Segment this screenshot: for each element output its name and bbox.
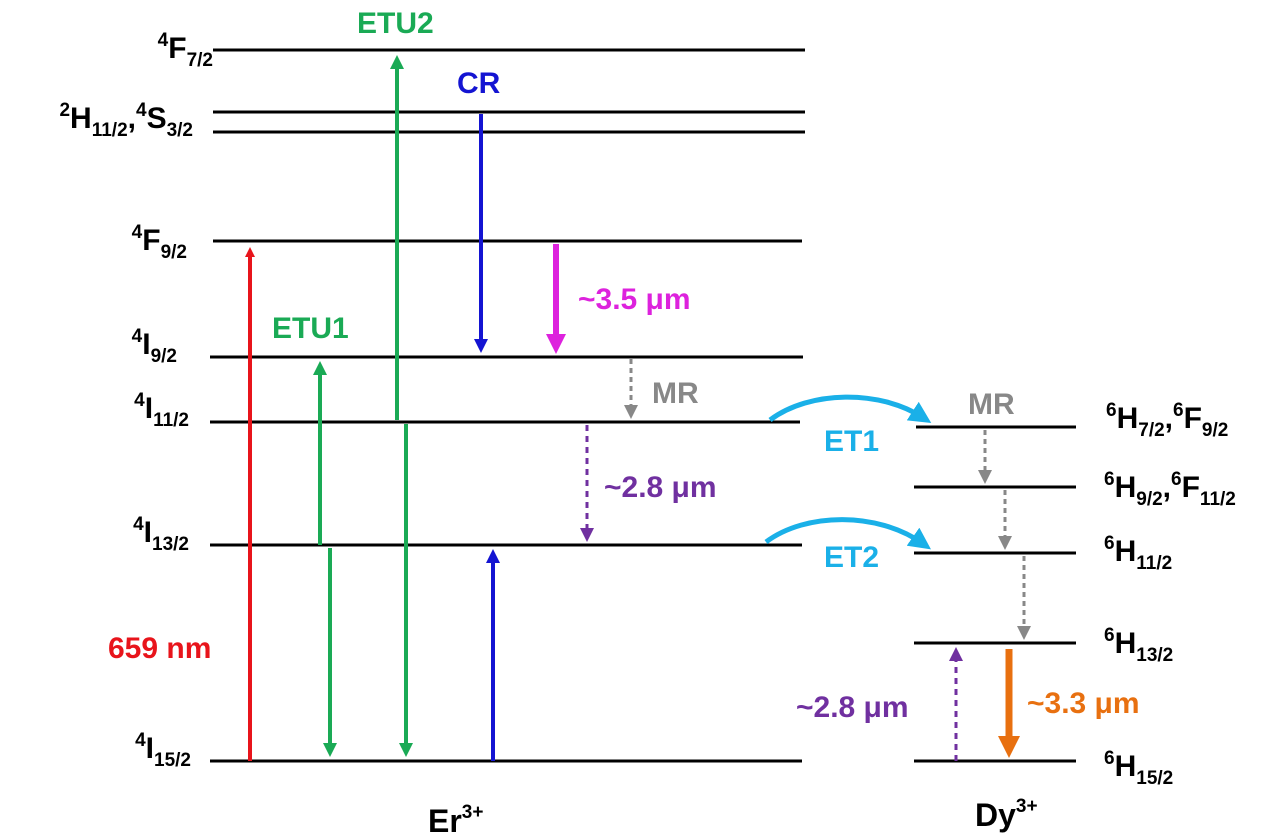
mr-dy-label: MR (968, 388, 1015, 421)
et1-label: ET1 (824, 425, 879, 458)
cr-label: CR (457, 67, 501, 100)
em28-er-label: ~2.8 μm (604, 471, 717, 504)
er-label-4F7/2: 4F7/2 (158, 30, 213, 71)
er-label-2H11/2-4S3/2: 2H11/2,4S3/2 (59, 100, 193, 141)
dy-label-6H11/2: 6H11/2 (1104, 533, 1172, 574)
et2-label: ET2 (824, 541, 879, 574)
er-label-4I9/2: 4I9/2 (132, 326, 177, 367)
dy-label-6H9/2-6F11/2: 6H9/2,6F11/2 (1104, 469, 1236, 510)
er-label-4I13/2: 4I13/2 (133, 514, 189, 555)
dy-label-6H13/2: 6H13/2 (1104, 625, 1173, 666)
et1-arrow (768, 394, 932, 423)
er-label-4I15/2: 4I15/2 (135, 730, 191, 771)
mr-er-label: MR (652, 377, 699, 410)
em33-label: ~3.3 μm (1027, 687, 1140, 720)
etu1-label: ETU1 (272, 312, 349, 345)
dy-label-6H7/2-6F9/2: 6H7/2,6F9/2 (1106, 400, 1228, 441)
er-ion-label: Er3+ (428, 802, 483, 839)
et2-arrow (764, 517, 931, 550)
dy-ion-label: Dy3+ (975, 796, 1038, 833)
dy-label-6H15/2: 6H15/2 (1104, 748, 1173, 789)
etu2-label: ETU2 (357, 7, 434, 40)
em35-label: ~3.5 μm (578, 283, 691, 316)
er-label-4I11/2: 4I11/2 (134, 390, 189, 431)
em28-dy-label: ~2.8 μm (796, 691, 909, 724)
pump-label: 659 nm (108, 632, 211, 665)
er-label-4F9/2: 4F9/2 (132, 222, 187, 263)
